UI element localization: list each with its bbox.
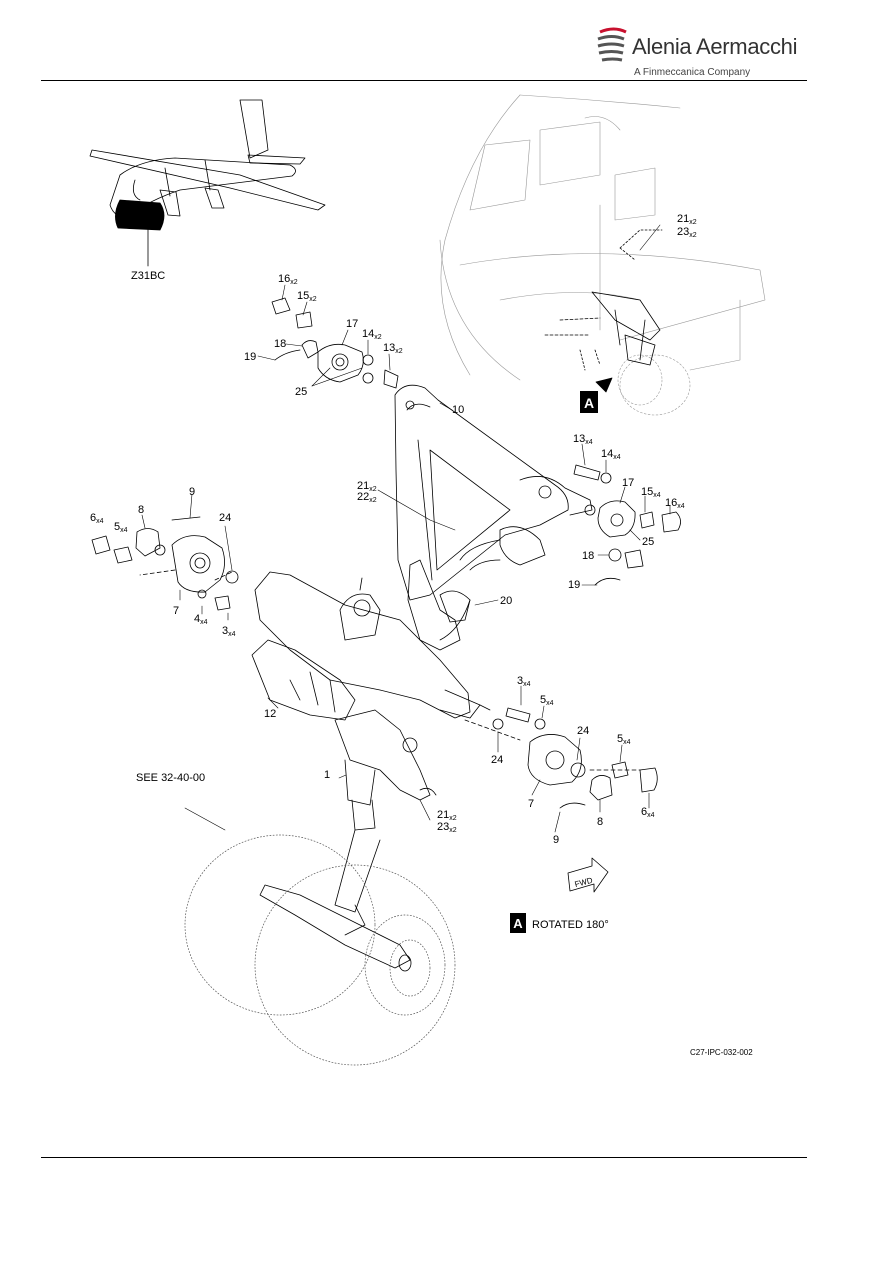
callout-c13b: 13x4: [573, 433, 593, 446]
wheels-ghost: [184, 834, 456, 1066]
header-rule: [41, 80, 807, 81]
rotated-caption: ROTATED 180°: [532, 919, 609, 931]
callout-c15b: 15x4: [641, 486, 661, 499]
aircraft-locator-drawing: [89, 99, 326, 231]
callout-c5a: 5x4: [114, 521, 128, 534]
callout-c23b: 23x2: [437, 821, 457, 834]
view-a-caption: A ROTATED 180°: [510, 913, 609, 933]
upper-right-pivot-parts: [573, 464, 681, 586]
callout-c8a: 8: [138, 504, 144, 516]
callout-layer: 16x215x21714x213x21819251021x223x213x414…: [90, 213, 697, 846]
callout-c1: 1: [324, 769, 330, 781]
callout-c13a: 13x2: [383, 342, 403, 355]
callout-c3b: 3x4: [517, 675, 531, 688]
brand-name: Alenia Aermacchi: [632, 34, 798, 59]
callout-c20: 20: [500, 595, 512, 607]
callout-c14b: 14x4: [601, 448, 621, 461]
callout-c16b: 16x4: [665, 497, 685, 510]
callout-c3a: 3x4: [222, 625, 236, 638]
callout-c24b: 24: [577, 725, 589, 737]
callout-c4: 4x4: [194, 613, 208, 626]
left-trunnion-parts: [91, 516, 239, 611]
callout-c24a: 24: [219, 512, 231, 524]
callout-c7b: 7: [528, 798, 534, 810]
callout-c5c: 5x4: [617, 733, 631, 746]
callout-c24c: 24: [491, 754, 503, 766]
callout-c12: 12: [264, 708, 276, 720]
callout-c18b: 18: [582, 550, 594, 562]
callout-c10: 10: [452, 404, 464, 416]
callout-c6b: 6x4: [641, 806, 655, 819]
callout-c21a: 21x2: [677, 213, 697, 226]
callout-c21c: 21x2: [437, 809, 457, 822]
callout-c25b: 25: [642, 536, 654, 548]
callout-c23a: 23x2: [677, 226, 697, 239]
callout-c5b: 5x4: [540, 694, 554, 707]
callout-c17b: 17: [622, 477, 634, 489]
callout-c16a: 16x2: [278, 273, 298, 286]
callout-c19b: 19: [568, 579, 580, 591]
right-trunnion-parts: [464, 707, 658, 809]
view-arrow-icon: [595, 377, 613, 393]
callout-c9b: 9: [553, 834, 559, 846]
footer-rule: [41, 1157, 807, 1158]
callout-c19a: 19: [244, 351, 256, 363]
callout-c7a: 7: [173, 605, 179, 617]
callout-c25a: 25: [295, 386, 307, 398]
see-reference: SEE 32-40-00: [136, 772, 205, 784]
nose-section-ghost: [439, 94, 766, 416]
upper-left-pivot-assembly: [271, 297, 399, 389]
callout-c9a: 9: [189, 486, 195, 498]
callout-c21b: 21x2: [357, 480, 377, 493]
brand-logo: Alenia Aermacchi A Finmeccanica Company: [596, 22, 798, 82]
zone-label: Z31BC: [131, 270, 165, 282]
view-a-caption-letter: A: [513, 916, 523, 931]
shock-strut-assembly: [251, 526, 546, 721]
aermacchi-swoosh-icon: [597, 27, 627, 62]
callout-leaders: [141, 224, 671, 833]
callout-c22: 22x2: [357, 491, 377, 504]
callout-c15a: 15x2: [297, 290, 317, 303]
callout-c6a: 6x4: [90, 512, 104, 525]
callout-c18a: 18: [274, 338, 286, 350]
fwd-arrow-icon: [567, 857, 609, 893]
view-a-letter: A: [584, 395, 594, 411]
figure-code: C27-IPC-032-002: [690, 1048, 753, 1057]
callout-c8b: 8: [597, 816, 603, 828]
brand-subtitle: A Finmeccanica Company: [634, 67, 751, 78]
drag-brace: [394, 384, 593, 601]
view-a-marker-upper: A: [580, 391, 598, 413]
nose-gear-installed: [544, 291, 661, 371]
callout-c14a: 14x2: [362, 328, 382, 341]
main-leg-and-axle: [259, 709, 437, 972]
callout-c17a: 17: [346, 318, 358, 330]
